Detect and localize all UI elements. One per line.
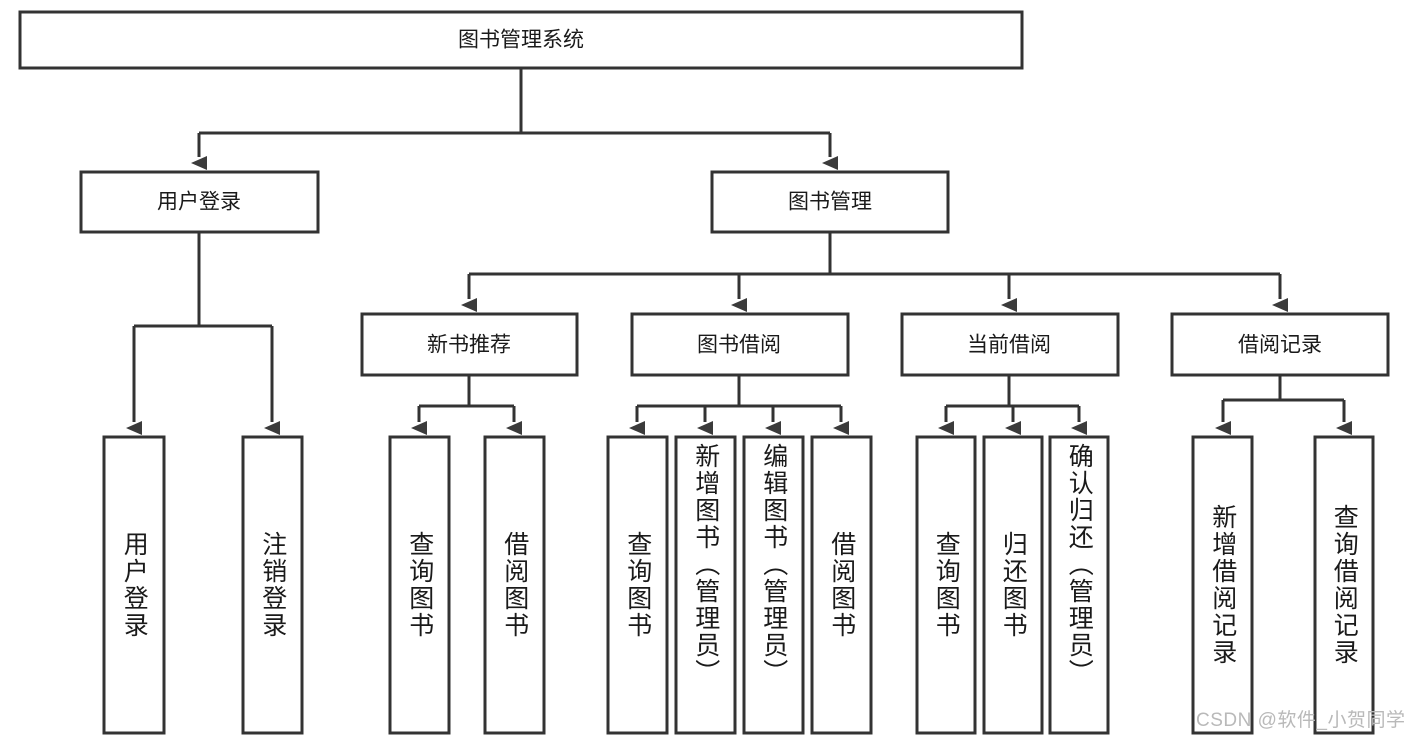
csdn-watermark: CSDN @软件_小贺同学: [1196, 710, 1405, 731]
leaf-add-record-box[interactable]: [1191, 435, 1254, 735]
leaf-query-book-cur-box[interactable]: [915, 435, 977, 735]
node-user-login[interactable]: 用户登录: [79, 170, 320, 234]
node-user-login-label: 用户登录: [157, 191, 241, 214]
node-book-borrow-label: 图书借阅: [697, 334, 781, 357]
node-layer: 图书管理系统 用户登录 图书管理 新书推荐 图书借阅 当前借阅: [18, 10, 1390, 735]
node-user-login-box[interactable]: [79, 170, 320, 234]
leaf-user-login-box[interactable]: [102, 435, 166, 735]
node-current-borrow-box[interactable]: [900, 312, 1120, 377]
leaf-query-book-new-box[interactable]: [388, 435, 451, 735]
node-root-label: 图书管理系统: [458, 29, 584, 52]
node-current-borrow[interactable]: 当前借阅: [900, 312, 1120, 377]
leaf-confirm-return-box[interactable]: [1048, 435, 1110, 735]
node-root-box[interactable]: [18, 10, 1024, 70]
node-new-book-recommend[interactable]: 新书推荐: [360, 312, 579, 377]
node-book-management-label: 图书管理: [788, 191, 872, 214]
node-root[interactable]: 图书管理系统: [18, 10, 1024, 70]
node-book-management-box[interactable]: [710, 170, 950, 234]
leaf-borrow-book-new-box[interactable]: [483, 435, 546, 735]
node-new-book-recommend-box[interactable]: [360, 312, 579, 377]
leaf-borrow-book-box[interactable]: [810, 435, 873, 735]
node-current-borrow-label: 当前借阅: [967, 334, 1051, 357]
node-borrow-records-box[interactable]: [1170, 312, 1390, 377]
node-book-borrow[interactable]: 图书借阅: [630, 312, 850, 377]
node-borrow-records-label: 借阅记录: [1238, 334, 1322, 357]
leaf-user-logout-box[interactable]: [241, 435, 304, 735]
leaf-return-book-box[interactable]: [982, 435, 1044, 735]
leaf-query-book-box[interactable]: [606, 435, 669, 735]
leaf-edit-book-box[interactable]: [742, 435, 805, 735]
node-new-book-recommend-label: 新书推荐: [427, 334, 511, 357]
node-book-management[interactable]: 图书管理: [710, 170, 950, 234]
node-borrow-records[interactable]: 借阅记录: [1170, 312, 1390, 377]
node-book-borrow-box[interactable]: [630, 312, 850, 377]
connector-layer: [126, 68, 1352, 435]
leaf-add-book-box[interactable]: [674, 435, 737, 735]
leaf-query-record-box[interactable]: [1313, 435, 1375, 735]
